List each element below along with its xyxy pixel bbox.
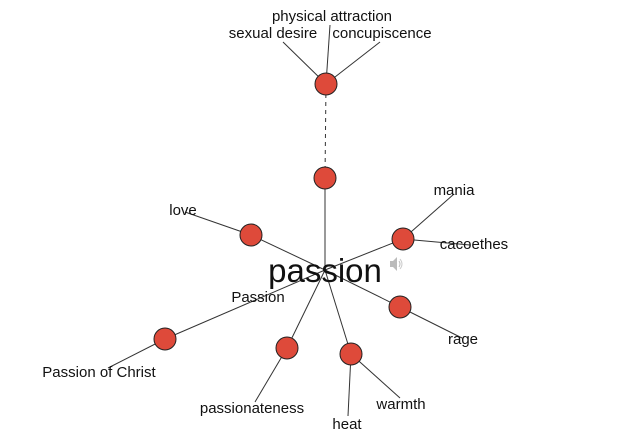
edge-center-sense-passion-of-christ [164, 269, 326, 340]
leaf-label-heat[interactable]: heat [332, 416, 362, 433]
node-sense-mania[interactable] [391, 227, 415, 251]
leaf-label-passionateness[interactable]: passionateness [200, 400, 304, 417]
leaf-label-cacoethes[interactable]: cacoethes [440, 236, 508, 253]
edge-sense-linking-sense-sexual [324, 83, 327, 179]
leaf-labels: physical attraction sexual desire concup… [42, 8, 508, 433]
leaf-label-passion-of-christ[interactable]: Passion of Christ [42, 364, 156, 381]
leaf-label-mania[interactable]: mania [434, 182, 476, 199]
speaker-icon[interactable] [390, 257, 403, 271]
leaf-label-concupiscence[interactable]: concupiscence [332, 25, 431, 42]
node-sense-passionateness[interactable] [275, 336, 299, 360]
edge-center-sense-mania [324, 238, 404, 271]
edge-center-sense-heat [324, 269, 352, 355]
node-sense-love[interactable] [239, 223, 263, 247]
leaf-label-love[interactable]: love [169, 202, 197, 219]
edge-center-sense-passionateness [286, 269, 326, 349]
node-sense-passion-of-christ[interactable] [153, 327, 177, 351]
node-sense-rage[interactable] [388, 295, 412, 319]
leaf-label-passion[interactable]: Passion [231, 289, 284, 306]
edge-rage-to-rage [399, 306, 463, 339]
leaf-label-physical-attraction[interactable]: physical attraction [272, 8, 392, 25]
edges [107, 24, 471, 417]
nodes [153, 72, 415, 366]
node-sense-heat[interactable] [339, 342, 363, 366]
node-sense-sexual[interactable] [314, 72, 338, 96]
edge-center-sense-love [250, 234, 326, 271]
node-sense-linking[interactable] [313, 166, 337, 190]
leaf-label-rage[interactable]: rage [448, 331, 478, 348]
edge-love-to-love [184, 211, 252, 236]
leaf-label-warmth[interactable]: warmth [375, 396, 425, 413]
edge-center-sense-rage [324, 269, 401, 308]
center-word: passion [268, 252, 382, 289]
leaf-label-sexual-desire[interactable]: sexual desire [229, 25, 317, 42]
